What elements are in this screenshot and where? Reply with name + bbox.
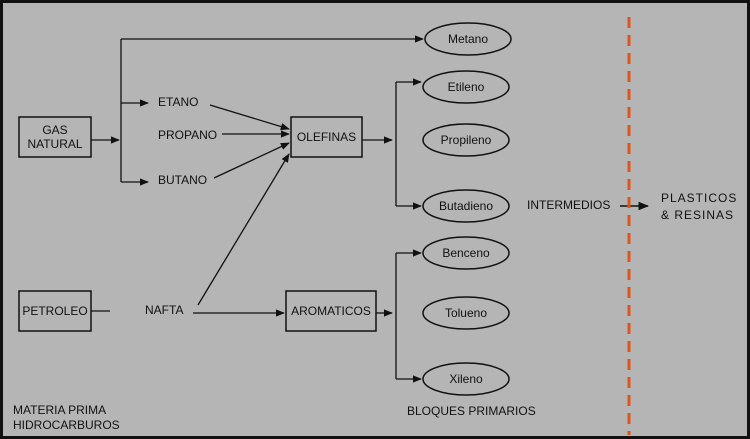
etileno-oval	[422, 70, 510, 104]
olefinas-branch-lines	[362, 78, 422, 210]
tolueno-oval	[422, 296, 510, 330]
xileno-label: Xileno	[449, 372, 483, 386]
benceno-label: Benceno	[442, 246, 490, 260]
aromaticos-branch-lines	[376, 249, 422, 383]
xileno-oval	[422, 362, 510, 396]
olefinas-label: OLEFINAS	[296, 130, 357, 144]
propileno-label: Propileno	[440, 133, 492, 147]
butadieno-oval	[422, 189, 510, 223]
olefinas-box	[290, 116, 363, 158]
etano-label: ETANO	[158, 95, 199, 109]
materia-prima-line-1: MATERIA PRIMA	[13, 403, 107, 417]
bloques-primarios-label: BLOQUES PRIMARIOS	[407, 404, 536, 418]
butadieno-label: Butadieno	[438, 199, 494, 213]
gas-natural-label: GAS NATURAL	[19, 123, 91, 151]
metano-oval	[424, 22, 512, 56]
etileno-label: Etileno	[447, 80, 485, 94]
gas-natural-box	[18, 116, 92, 158]
gas-natural-text: GAS NATURAL	[27, 123, 83, 151]
petroleo-text: PETROLEO	[22, 304, 88, 318]
butano-label: BUTANO	[158, 173, 208, 187]
gas-branch-lines	[91, 35, 424, 186]
aromaticos-label: AROMATICOS	[291, 304, 371, 318]
gas-to-olefinas-lines	[209, 104, 290, 179]
propileno-oval	[422, 123, 510, 157]
metano-label: Metano	[447, 32, 489, 46]
materia-prima-line-2: HIDROCARBUROS	[13, 418, 120, 432]
intermedios-label: INTERMEDIOS	[527, 198, 611, 212]
aromaticos-box	[285, 290, 377, 332]
nafta-lines	[91, 153, 290, 317]
tolueno-label: Tolueno	[444, 306, 488, 320]
propano-label: PROPANO	[158, 128, 218, 142]
plasticos-line-1: PLASTICOS	[661, 191, 738, 205]
petroleo-label: PETROLEO	[19, 304, 91, 318]
plasticos-line-2: & RESINAS	[661, 208, 735, 222]
nafta-label: NAFTA	[145, 303, 184, 317]
benceno-oval	[422, 236, 510, 270]
